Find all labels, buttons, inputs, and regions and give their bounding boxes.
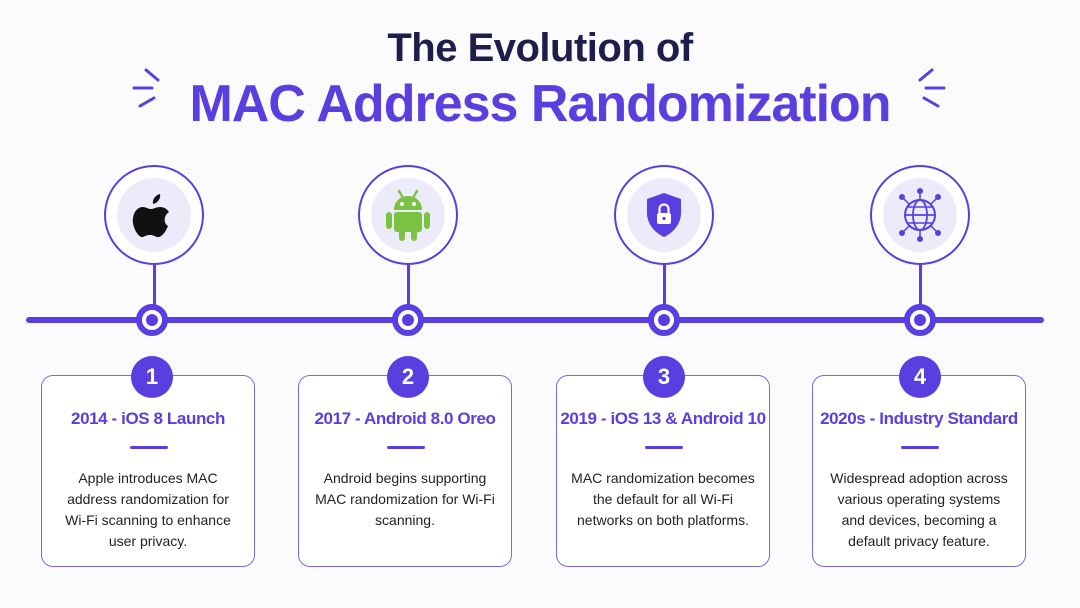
milestone-3-divider: [645, 446, 683, 449]
milestone-4-connector: [919, 265, 922, 305]
milestone-1-connector: [153, 265, 156, 305]
milestone-2-card: 2017 - Android 8.0 Oreo Android begins s…: [298, 375, 512, 567]
milestone-4-card: 2020s - Industry Standard Widespread ado…: [812, 375, 1026, 567]
milestone-3-node: [648, 304, 680, 336]
milestone-2-icon-circle: [358, 165, 458, 265]
milestone-3-number-badge: 3: [643, 356, 685, 398]
milestone-4-description: Widespread adoption across various opera…: [830, 470, 1008, 549]
milestone-2-connector: [407, 265, 410, 305]
title-line-2: MAC Address Randomization: [189, 75, 891, 133]
milestone-1-number-badge: 1: [131, 356, 173, 398]
milestone-4-icon-circle: [870, 165, 970, 265]
shield-lock-icon: [647, 193, 681, 237]
milestone-4-divider: [901, 446, 939, 449]
milestone-1-description: Apple introduces MAC address randomizati…: [65, 470, 231, 549]
milestone-3-card: 2019 - iOS 13 & Android 10 MAC randomiza…: [556, 375, 770, 567]
milestone-3-description: MAC randomization becomes the default fo…: [571, 470, 755, 528]
milestone-4-node: [904, 304, 936, 336]
milestone-2-node: [392, 304, 424, 336]
milestone-1-title: 2014 - iOS 8 Launch: [71, 409, 225, 428]
milestone-1-card: 2014 - iOS 8 Launch Apple introduces MAC…: [41, 375, 255, 567]
milestone-2-description: Android begins supporting MAC randomizat…: [315, 470, 495, 528]
milestone-3-title: 2019 - iOS 13 & Android 10: [560, 409, 766, 428]
milestone-2-title: 2017 - Android 8.0 Oreo: [314, 409, 496, 428]
milestone-1-divider: [130, 446, 168, 449]
title-line-1: The Evolution of: [387, 26, 693, 70]
milestone-4-title: 2020s - Industry Standard: [820, 409, 1018, 428]
globe-network-icon: [899, 188, 941, 242]
milestone-3-connector: [663, 265, 666, 305]
burst-left-icon: [132, 68, 160, 108]
milestone-3-icon-circle: [614, 165, 714, 265]
android-robot-icon: [386, 189, 430, 241]
apple-logo-icon: [132, 194, 169, 238]
burst-right-icon: [918, 68, 946, 108]
milestone-1-icon-circle: [104, 165, 204, 265]
milestone-2-divider: [387, 446, 425, 449]
timeline-line: [26, 317, 1044, 323]
milestone-1-node: [136, 304, 168, 336]
milestone-2-number-badge: 2: [387, 356, 429, 398]
milestone-4-number-badge: 4: [899, 356, 941, 398]
